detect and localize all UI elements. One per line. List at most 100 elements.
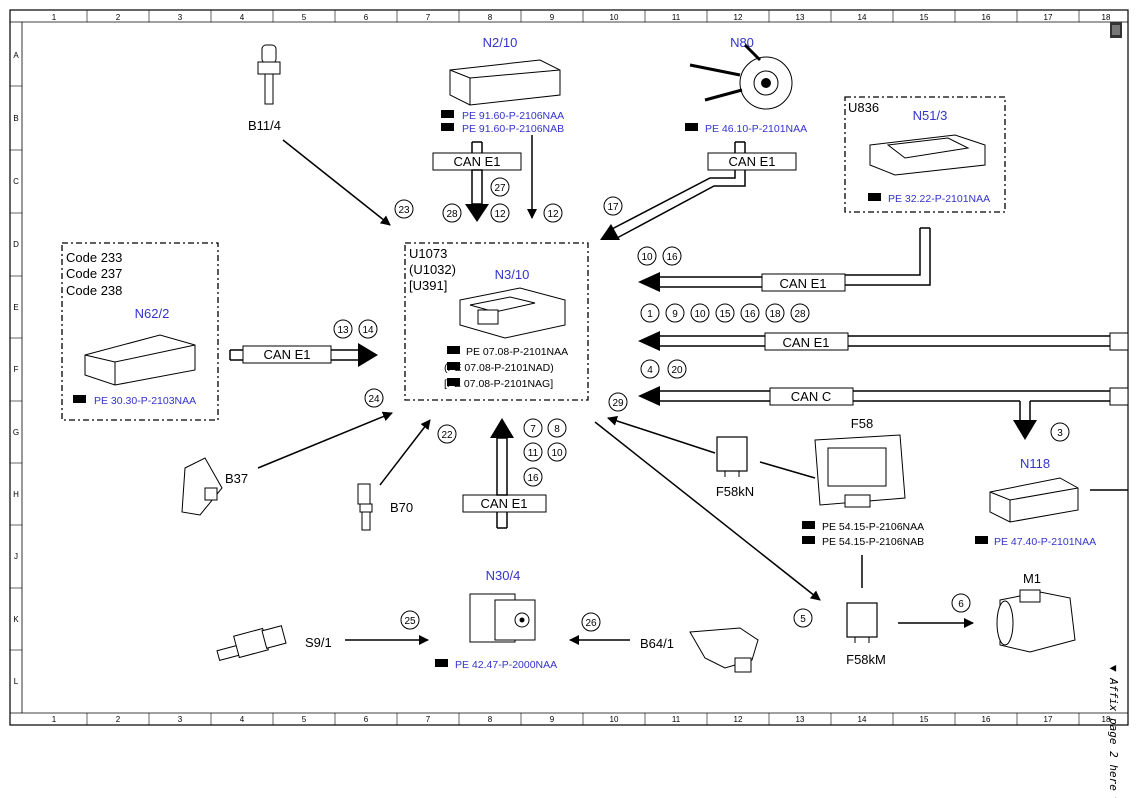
circle-22-text: 22 — [441, 430, 453, 441]
circle-14: 14 — [358, 319, 378, 339]
n2-10-ref-1: PE 91.60-P-2106NAA — [462, 110, 564, 122]
circle-5-text: 5 — [800, 614, 806, 625]
f58-ref-2: PE 54.15-P-2106NAB — [822, 536, 924, 548]
circle-16-r: 16 — [740, 303, 760, 323]
n51-3-ref: PE 32.22-P-2101NAA — [888, 193, 990, 205]
circle-1-text: 1 — [647, 309, 653, 320]
can-e1-label-n2-10: CAN E1 — [454, 154, 501, 169]
col-15-bottom: 15 — [920, 715, 929, 724]
circle-16-a: 16 — [662, 246, 682, 266]
circle-26: 26 — [581, 612, 601, 632]
circle-5: 5 — [793, 608, 813, 628]
col-4: 4 — [240, 13, 245, 22]
can-e1-label-n62-2: CAN E1 — [264, 347, 311, 362]
row-g: G — [13, 428, 19, 437]
col-13: 13 — [796, 13, 805, 22]
circle-20: 20 — [667, 359, 687, 379]
f58-fuse-box-icon — [814, 434, 906, 508]
circle-25: 25 — [400, 610, 420, 630]
circle-7: 7 — [523, 418, 543, 438]
can-e1-label-bottom: CAN E1 — [481, 496, 528, 511]
circle-24-text: 24 — [368, 394, 380, 405]
col-17: 17 — [1044, 13, 1053, 22]
circle-10-b-text: 10 — [551, 448, 563, 459]
col-4-bottom: 4 — [240, 715, 245, 724]
code-238: Code 238 — [66, 283, 122, 298]
circle-6: 6 — [951, 593, 971, 613]
b64-1-label: B64/1 — [640, 636, 674, 651]
col-7: 7 — [426, 13, 431, 22]
n80-doc-icon — [685, 123, 698, 131]
n80-ref: PE 46.10-P-2101NAA — [705, 123, 807, 135]
n118-module-icon — [989, 477, 1079, 523]
row-e: E — [13, 303, 18, 312]
col-11: 11 — [672, 13, 681, 22]
circle-29-text: 29 — [612, 398, 624, 409]
u836-boundary — [844, 96, 1006, 213]
column-ruler-top: 1 2 3 4 5 6 7 8 9 10 11 12 13 14 15 16 1… — [52, 10, 1111, 22]
row-a: A — [13, 51, 19, 60]
col-7-bottom: 7 — [426, 715, 431, 724]
n3-10-label: N3/10 — [495, 267, 530, 282]
n2-10-module-icon — [449, 59, 561, 106]
col-14-bottom: 14 — [858, 715, 867, 724]
col-2: 2 — [116, 13, 121, 22]
b64-1-sensor-icon — [689, 627, 759, 673]
circle-13: 13 — [333, 319, 353, 339]
circle-28-r-text: 28 — [794, 309, 806, 320]
circle-3-text: 3 — [1057, 428, 1063, 439]
circle-29: 29 — [608, 392, 628, 412]
circle-15-text: 15 — [719, 309, 731, 320]
col-13-bottom: 13 — [796, 715, 805, 724]
row-c: C — [13, 177, 19, 186]
n3-10-boundary — [404, 242, 589, 401]
circle-24: 24 — [364, 388, 384, 408]
n118-doc-icon — [975, 536, 988, 544]
can-e1-label-right: CAN E1 — [783, 335, 830, 350]
circle-14-text: 14 — [362, 325, 374, 336]
circle-8-text: 8 — [554, 424, 560, 435]
n3-10-ecu-icon — [459, 287, 566, 339]
col-2-bottom: 2 — [116, 715, 121, 724]
can-e1-box-n80: CAN E1 — [707, 152, 797, 171]
circle-11: 11 — [523, 442, 543, 462]
code-237: Code 237 — [66, 266, 122, 281]
n62-2-boundary — [61, 242, 219, 421]
col-6-bottom: 6 — [364, 715, 369, 724]
circle-20-text: 20 — [671, 365, 683, 376]
circle-28: 28 — [442, 203, 462, 223]
circle-10-r: 10 — [690, 303, 710, 323]
can-c-label: CAN C — [791, 389, 831, 404]
f58-doc-icon-2 — [802, 536, 815, 544]
n80-label: N80 — [730, 35, 754, 50]
column-ruler-bottom: 1 2 3 4 5 6 7 8 9 10 11 12 13 14 15 16 1… — [52, 713, 1111, 725]
col-5: 5 — [302, 13, 307, 22]
col-10: 10 — [610, 13, 619, 22]
col-10-bottom: 10 — [610, 715, 619, 724]
col-16: 16 — [982, 13, 991, 22]
n62-2-ref: PE 30.30-P-2103NAA — [94, 395, 196, 407]
n62-2-module-icon — [84, 334, 196, 386]
n2-10-doc-icon-2 — [441, 123, 454, 131]
n3-10-doc-icon-2 — [447, 362, 460, 370]
u836-label: U836 — [848, 100, 879, 115]
circle-16-a-text: 16 — [666, 252, 678, 263]
b11-4-label: B11/4 — [248, 118, 281, 133]
f58kn-label: F58kN — [716, 484, 754, 499]
circle-16-b-text: 16 — [527, 473, 539, 484]
col-18: 18 — [1102, 13, 1111, 22]
row-f: F — [14, 365, 19, 374]
f58km-relay — [846, 602, 878, 638]
s9-1-label: S9/1 — [305, 635, 332, 650]
n3-10-doc-icon — [447, 346, 460, 354]
n3-10-doc-icon-3 — [447, 378, 460, 386]
row-b: B — [13, 114, 18, 123]
col-1: 1 — [52, 13, 57, 22]
circle-4-text: 4 — [647, 365, 653, 376]
circle-12-b-text: 12 — [547, 209, 559, 220]
n30-4-label: N30/4 — [486, 568, 521, 583]
col-14: 14 — [858, 13, 867, 22]
col-16-bottom: 16 — [982, 715, 991, 724]
side-note: ▼ Affix page 2 here ▼ — [1107, 665, 1120, 798]
circle-9-text: 9 — [672, 309, 678, 320]
